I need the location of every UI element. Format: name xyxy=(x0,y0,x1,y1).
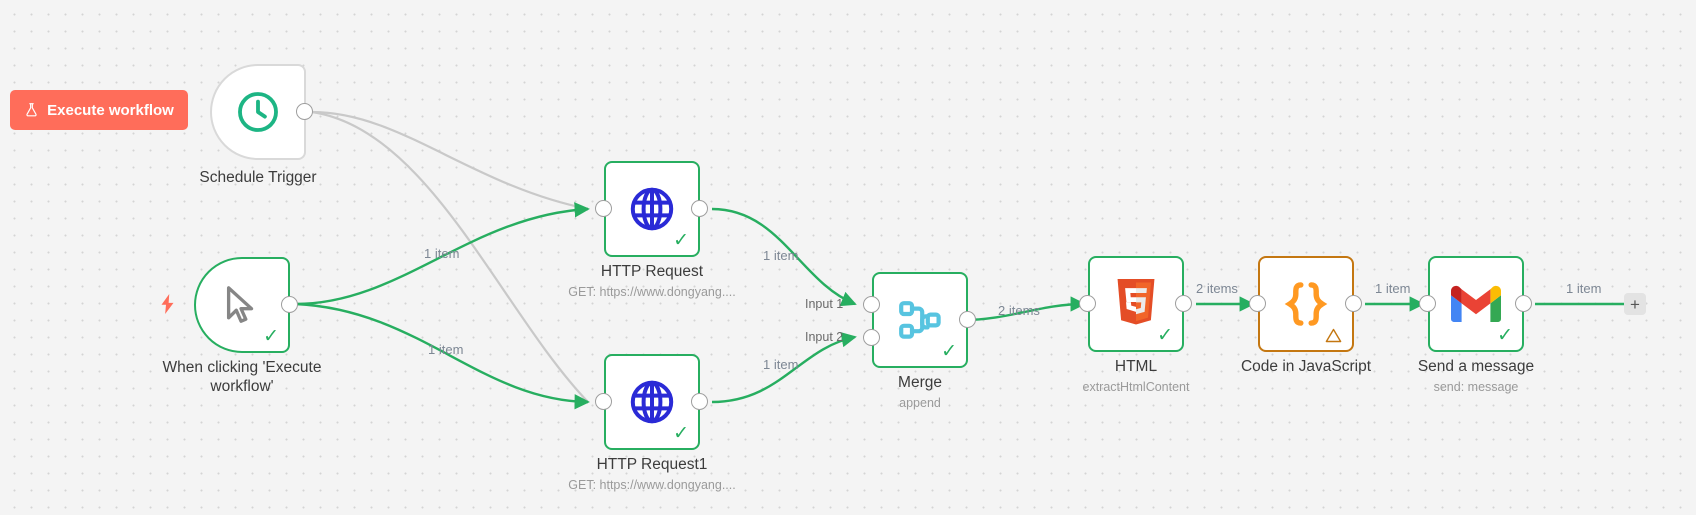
edge-label-gmail-out: 1 item xyxy=(1566,281,1602,296)
cursor-icon xyxy=(226,286,254,323)
code-warning-triangle-icon xyxy=(1325,328,1342,343)
gmail-icon xyxy=(1450,285,1502,322)
merge-icon xyxy=(899,301,941,339)
manual-trigger-output-endpoint[interactable] xyxy=(281,296,298,313)
execute-workflow-button[interactable]: Execute workflow xyxy=(10,90,188,130)
node-label-schedule-trigger: Schedule Trigger xyxy=(199,169,317,186)
node-subtitle-send-a-message: send: message xyxy=(1433,380,1519,394)
merge-output-endpoint[interactable] xyxy=(959,311,976,328)
edge-label-html-to-code: 2 items xyxy=(1196,281,1238,296)
edge-label-code-to-gmail: 1 item xyxy=(1375,281,1411,296)
edge-label-manual-to-http: 1 item xyxy=(424,246,460,261)
http-request-success-check: ✓ xyxy=(673,230,689,251)
node-label-manual-trigger: When clicking 'Execute workflow' xyxy=(162,359,322,396)
lightning-bolt-icon xyxy=(161,294,174,314)
merge-input2-endpoint[interactable] xyxy=(863,329,880,346)
node-subtitle-http-request: GET: https://www.dongyang.... xyxy=(568,285,736,299)
edge-label-manual-to-http1: 1 item xyxy=(428,342,464,357)
flask-icon xyxy=(26,103,37,117)
schedule-trigger-output-endpoint[interactable] xyxy=(296,103,313,120)
html5-icon xyxy=(1117,279,1155,325)
node-label-http-request: HTTP Request xyxy=(600,263,704,280)
node-subtitle-merge: append xyxy=(899,396,941,410)
code-input-endpoint[interactable] xyxy=(1249,295,1266,312)
send-message-output-endpoint[interactable] xyxy=(1515,295,1532,312)
html-success-check: ✓ xyxy=(1157,325,1173,346)
html-output-endpoint[interactable] xyxy=(1175,295,1192,312)
node-label-http-request1: HTTP Request1 xyxy=(596,456,708,473)
node-subtitle-html: extractHtmlContent xyxy=(1082,380,1190,394)
manual-trigger-success-check: ✓ xyxy=(263,326,279,347)
node-http-request[interactable]: ✓ xyxy=(604,161,700,257)
send-message-success-check: ✓ xyxy=(1497,325,1513,346)
http-request1-output-endpoint[interactable] xyxy=(691,393,708,410)
globe-icon xyxy=(630,380,674,424)
node-html[interactable]: ✓ xyxy=(1088,256,1184,352)
node-label-html: HTML xyxy=(1114,358,1158,375)
merge-input1-endpoint[interactable] xyxy=(863,296,880,313)
http-request1-input-endpoint[interactable] xyxy=(595,393,612,410)
send-message-input-endpoint[interactable] xyxy=(1419,295,1436,312)
node-http-request1[interactable]: ✓ xyxy=(604,354,700,450)
http-request1-success-check: ✓ xyxy=(673,423,689,444)
node-label-send-a-message: Send a message xyxy=(1417,358,1535,375)
clock-icon xyxy=(238,92,278,132)
merge-input1-label: Input 1 xyxy=(805,297,844,311)
merge-success-check: ✓ xyxy=(941,341,957,362)
node-send-a-message[interactable]: ✓ xyxy=(1428,256,1524,352)
node-manual-trigger[interactable]: ✓ xyxy=(194,257,290,353)
html-input-endpoint[interactable] xyxy=(1079,295,1096,312)
globe-icon xyxy=(630,187,674,231)
node-code-in-javascript[interactable] xyxy=(1258,256,1354,352)
edge-label-http1-to-merge: 1 item xyxy=(763,357,799,372)
edge-label-http-to-merge: 1 item xyxy=(763,248,799,263)
execute-workflow-label: Execute workflow xyxy=(47,101,174,119)
code-output-endpoint[interactable] xyxy=(1345,295,1362,312)
node-label-code-in-javascript: Code in JavaScript xyxy=(1240,358,1372,375)
node-subtitle-http-request1: GET: https://www.dongyang.... xyxy=(568,478,736,492)
node-schedule-trigger[interactable] xyxy=(210,64,306,160)
http-request-output-endpoint[interactable] xyxy=(691,200,708,217)
node-merge[interactable]: ✓ xyxy=(872,272,968,368)
merge-input2-label: Input 2 xyxy=(805,330,844,344)
add-node-button[interactable]: + xyxy=(1624,293,1646,315)
http-request-input-endpoint[interactable] xyxy=(595,200,612,217)
edge-label-merge-to-html: 2 items xyxy=(998,303,1040,318)
node-label-merge: Merge xyxy=(898,374,942,391)
curly-braces-icon xyxy=(1284,282,1328,326)
